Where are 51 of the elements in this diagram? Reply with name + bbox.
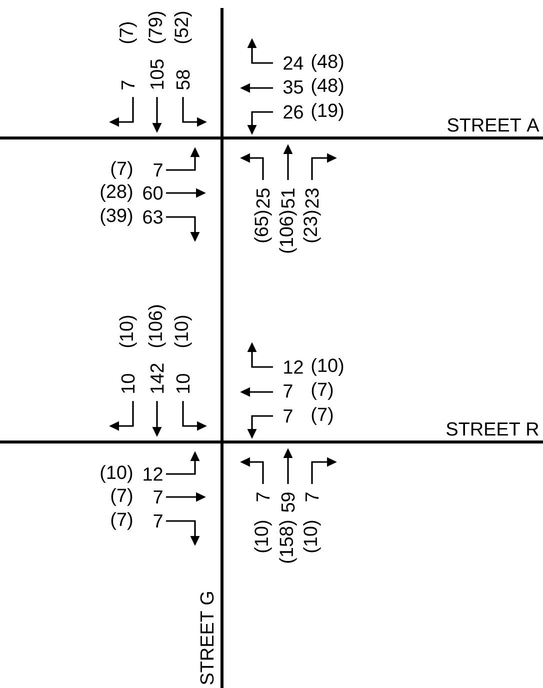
volume-label: (10)	[303, 520, 321, 552]
volume-label: 142	[150, 364, 164, 393]
volume-label: 7	[154, 514, 162, 528]
volume-label: (158)	[279, 520, 297, 563]
volume-label: 7	[284, 384, 292, 398]
volume-label: 105	[150, 60, 164, 89]
volume-label: (48)	[312, 54, 344, 72]
volume-label: (65)	[254, 210, 272, 242]
street-name: STREET R	[446, 422, 538, 436]
volume-label: 35	[283, 80, 303, 94]
volume-label: 7	[256, 492, 270, 502]
volume-label: (19)	[312, 103, 344, 121]
volume-label: (7)	[111, 161, 132, 179]
volume-label: 7	[122, 80, 134, 90]
volume-label: 51	[281, 188, 295, 208]
volume-label: (106)	[279, 210, 297, 253]
volume-label: (48)	[312, 78, 344, 96]
volume-label: (10)	[174, 316, 192, 348]
volume-label: 59	[281, 492, 295, 512]
volume-label: 12	[144, 467, 162, 481]
volume-label: (39)	[100, 208, 132, 226]
street-name: STREET A	[448, 118, 540, 132]
volume-label: 7	[306, 492, 318, 502]
volume-label: (28)	[100, 184, 132, 202]
volume-label: 7	[284, 410, 292, 423]
volume-label: (10)	[312, 358, 344, 376]
volume-label: (7)	[111, 512, 132, 530]
volume-label: 23	[305, 188, 319, 208]
volume-label: (7)	[312, 382, 333, 400]
volume-label: (79)	[148, 12, 166, 44]
volume-label: (10)	[254, 520, 272, 552]
volume-label: 7	[154, 164, 162, 177]
volume-label: (7)	[119, 22, 137, 44]
volume-label: (10)	[100, 465, 132, 483]
volume-label: 10	[176, 374, 190, 393]
volume-label: 63	[143, 210, 162, 224]
volume-label: (7)	[111, 488, 132, 506]
volume-label: (7)	[312, 407, 333, 425]
volume-label: 26	[284, 105, 303, 119]
volume-label: (10)	[119, 316, 137, 348]
volume-label: (106)	[148, 305, 166, 348]
volume-label: 12	[284, 360, 303, 374]
volume-label: 10	[121, 374, 135, 393]
street-name: STREET G	[200, 592, 214, 684]
volume-label: 60	[143, 186, 163, 200]
volume-label: (23)	[303, 210, 321, 242]
volume-label: 25	[256, 188, 270, 208]
volume-label: 24	[284, 56, 304, 70]
volume-label: 58	[176, 70, 190, 90]
volume-label: 7	[154, 490, 162, 504]
volume-label: (52)	[174, 12, 192, 44]
